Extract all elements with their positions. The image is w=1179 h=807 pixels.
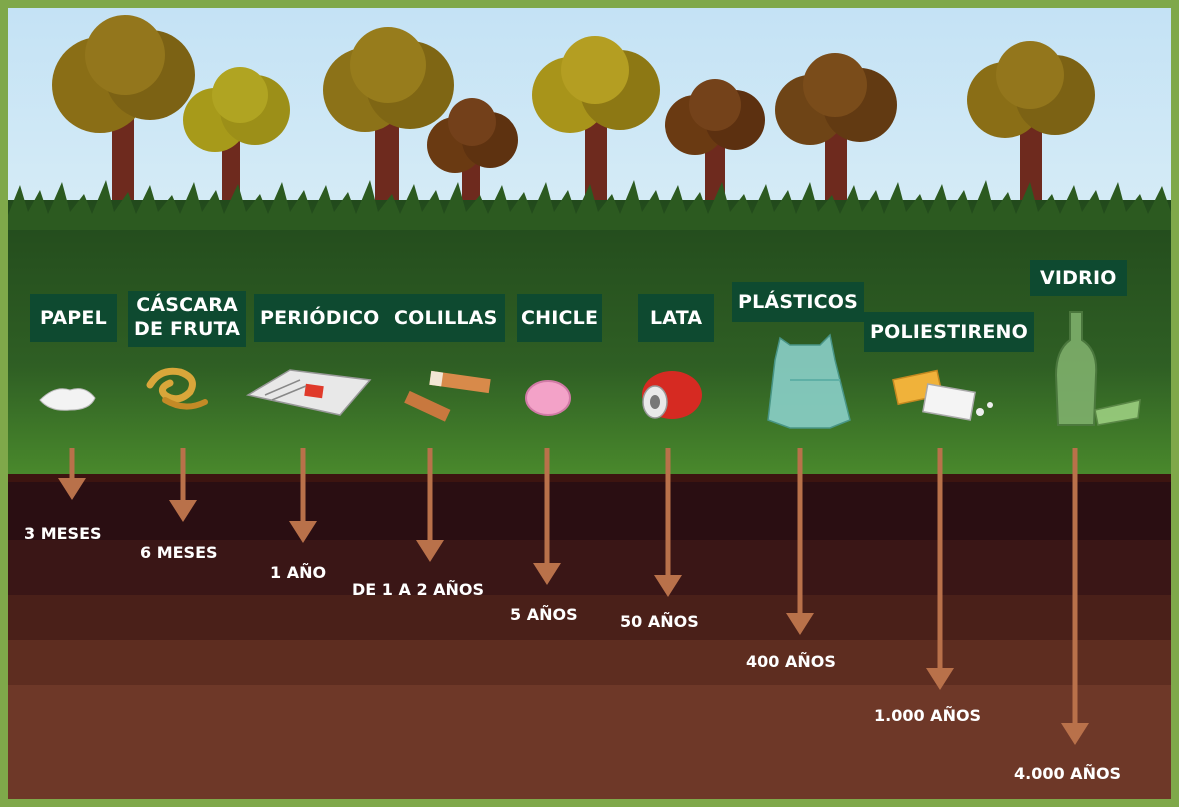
time-periodico: 1 AÑO [270,563,327,582]
time-poliestireno: 1.000 AÑOS [874,706,982,725]
item-label-papel: PAPEL [30,294,117,342]
depth-arrow-head [58,478,86,500]
soil-layer-1 [8,478,1171,540]
item-label-colillas: COLILLAS [386,294,506,342]
item-label-lata: LATA [638,294,715,342]
paper-icon [39,388,96,411]
time-cascara-de-fruta: 6 MESES [140,543,218,562]
soil-layer-4 [8,640,1171,685]
depth-arrow-head [169,500,197,522]
trees [52,15,1095,215]
depth-arrow [58,448,86,500]
depth-arrow-head [786,613,814,635]
tree-icon [665,79,765,215]
soil-top-edge [8,474,1171,482]
tree-icon [427,98,518,215]
depth-arrow [1061,448,1089,745]
chewing-gum-icon [525,380,571,416]
item-label-plasticos: PLÁSTICOS [732,282,865,322]
depth-arrow [654,448,682,597]
depth-arrow [169,448,197,522]
time-plasticos: 400 AÑOS [746,652,836,671]
plastic-bag-icon [767,333,851,429]
tree-icon [52,15,195,215]
newspaper-icon [245,369,372,416]
polystyrene-icon [892,369,993,421]
glass-bottle-icon [1054,311,1141,426]
depth-arrow-head [533,563,561,585]
depth-arrow-head [1061,723,1089,745]
cigarette-butts-icon [404,370,491,422]
depth-arrow-head [926,668,954,690]
tree-icon [183,67,290,215]
depth-arrow [416,448,444,562]
depth-arrow [786,448,814,635]
depth-arrow-head [289,521,317,543]
time-colillas: DE 1 A 2 AÑOS [352,580,485,599]
grass-tips [8,180,1171,230]
fruit-peel-icon [146,367,208,410]
depth-arrow [533,448,561,585]
tree-icon [775,53,897,215]
depth-arrow-head [416,540,444,562]
tree-icon [323,27,454,215]
tree-icon [967,41,1095,215]
soil-layer-2 [8,540,1171,595]
tree-icon [532,36,660,215]
time-papel: 3 MESES [24,524,102,543]
time-lata: 50 AÑOS [620,612,699,631]
item-label-periodico: PERIÓDICO [254,294,386,342]
depth-arrow [289,448,317,543]
can-icon [642,371,702,419]
item-label-chicle: CHICLE [517,294,603,342]
depth-arrow-head [654,575,682,597]
arrows [58,448,1089,745]
item-label-vidrio: VIDRIO [1030,260,1127,296]
time-chicle: 5 AÑOS [510,605,578,624]
time-vidrio: 4.000 AÑOS [1014,764,1122,783]
item-label-poliestireno: POLIESTIRENO [864,312,1035,352]
depth-arrow [926,448,954,690]
soil-layer-5 [8,685,1171,799]
soil-layer-3 [8,595,1171,640]
